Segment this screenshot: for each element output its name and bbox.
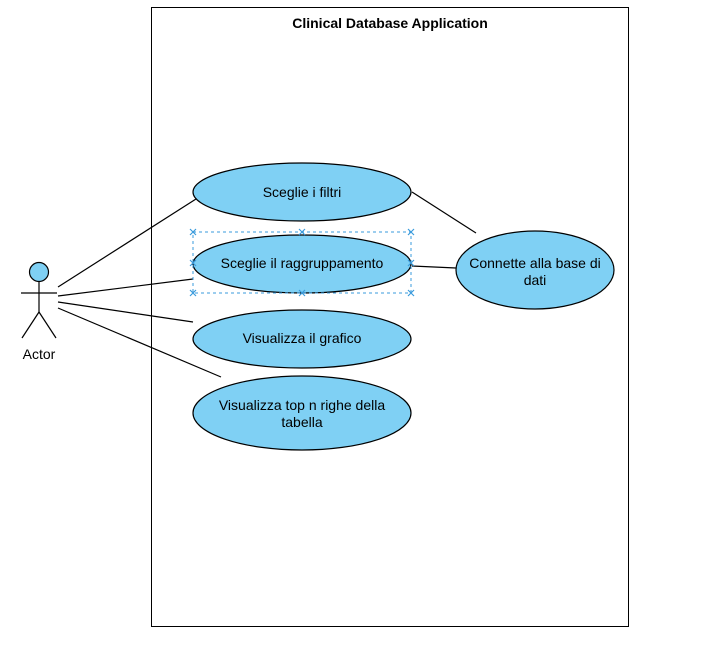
selection-handles[interactable]	[189, 228, 415, 297]
association-grouping-connect[interactable]	[411, 265, 457, 269]
use-case-top-rows-label-1: Visualizza top n righe della	[219, 397, 386, 413]
association-actor-filters[interactable]	[57, 198, 197, 288]
use-case-connect-label-1: Connette alla base di	[469, 255, 601, 271]
use-case-top-rows[interactable]: Visualizza top n righe della tabella	[192, 375, 412, 451]
association-actor-top-rows[interactable]	[57, 307, 222, 378]
actor-figure[interactable]	[21, 261, 57, 339]
actor-left-leg	[21, 311, 40, 339]
associations	[57, 191, 477, 378]
system-title: Clinical Database Application	[292, 15, 488, 31]
association-actor-grouping[interactable]	[57, 278, 194, 297]
use-case-connect[interactable]: Connette alla base di dati	[455, 230, 615, 310]
use-case-filters-label: Sceglie i filtri	[263, 184, 342, 200]
use-case-connect-label-2: dati	[524, 272, 547, 288]
use-case-chart[interactable]: Visualizza il grafico	[192, 309, 412, 369]
actor-label: Actor	[23, 346, 56, 362]
actor-head	[28, 261, 50, 283]
use-case-chart-label: Visualizza il grafico	[243, 330, 362, 346]
association-actor-chart[interactable]	[57, 301, 194, 323]
use-case-grouping[interactable]: Sceglie il raggruppamento	[192, 234, 412, 294]
use-case-top-rows-label-2: tabella	[281, 414, 322, 430]
actor-right-leg	[38, 311, 57, 339]
use-case-grouping-label: Sceglie il raggruppamento	[221, 255, 384, 271]
selection-box	[189, 228, 415, 297]
association-filters-connect[interactable]	[411, 191, 477, 234]
system-boundary[interactable]	[151, 7, 629, 627]
use-case-filters[interactable]: Sceglie i filtri	[192, 162, 412, 222]
